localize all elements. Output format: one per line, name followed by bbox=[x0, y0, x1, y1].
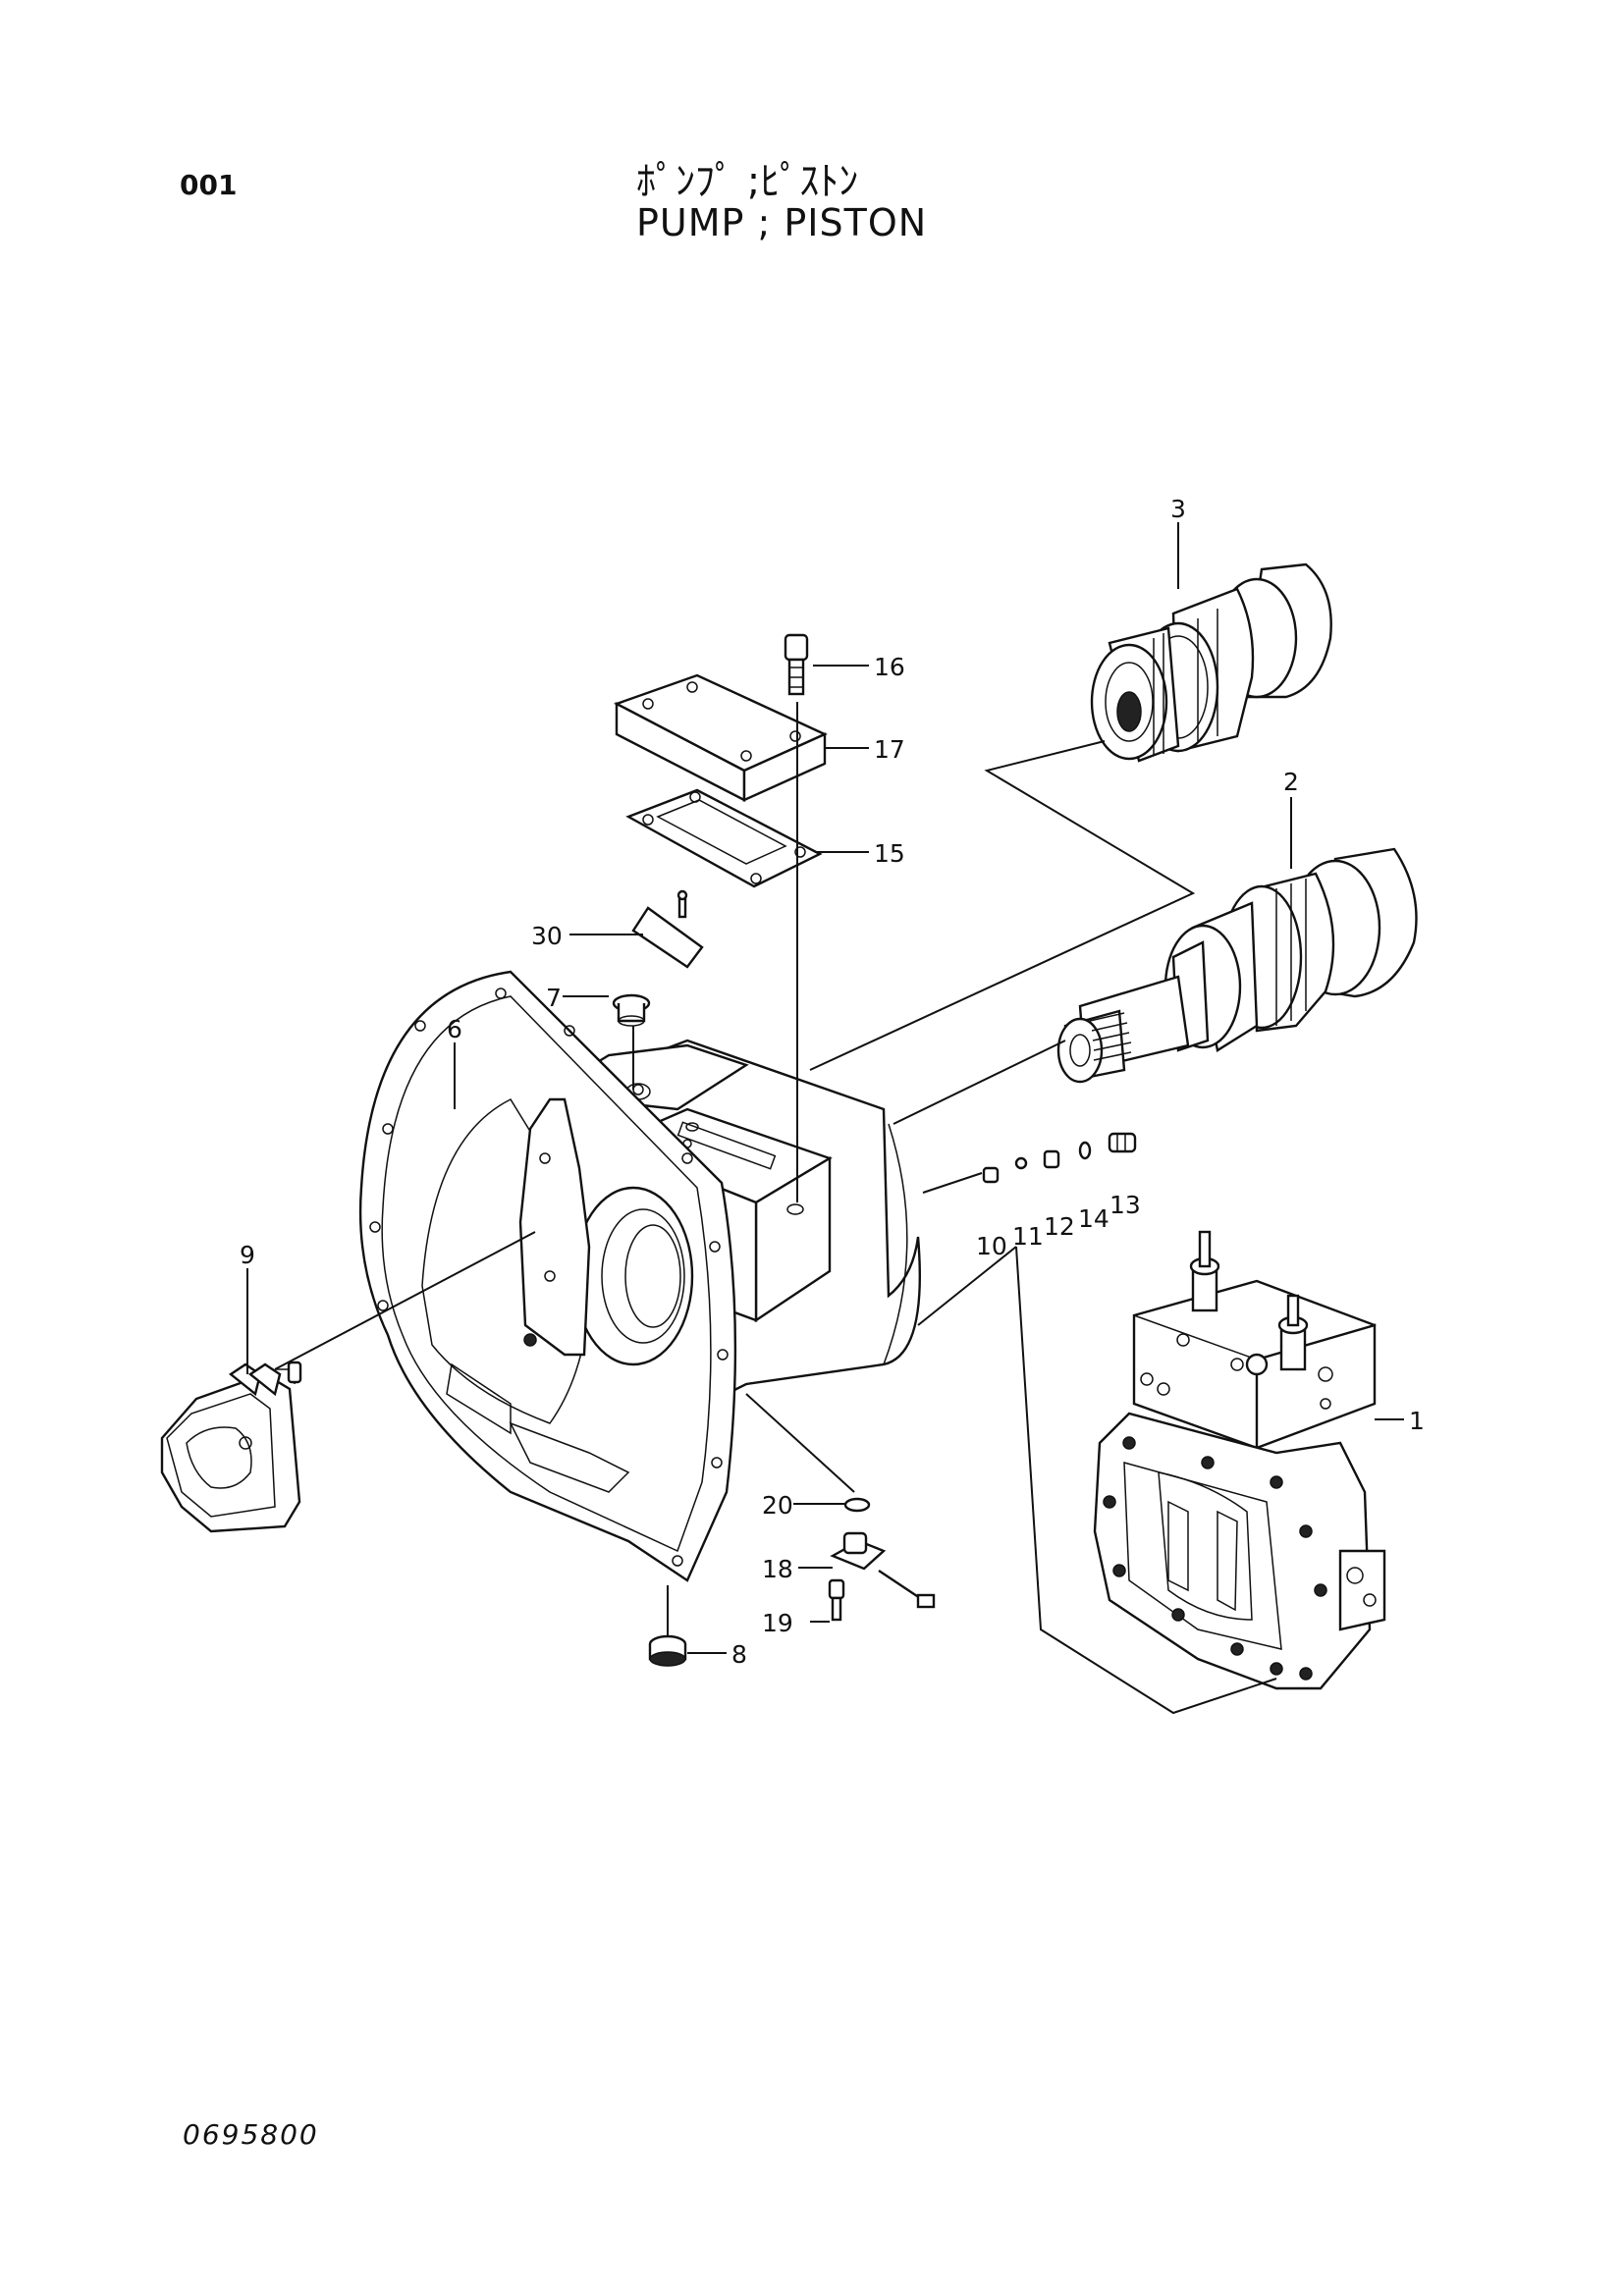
gear-shaft-3 bbox=[1090, 562, 1332, 763]
callout-10: 10 bbox=[976, 1232, 1007, 1260]
callout-20: 20 bbox=[762, 1491, 793, 1520]
pump-housing bbox=[358, 970, 921, 1582]
callout-17: 17 bbox=[874, 735, 905, 764]
gear-shaft-2 bbox=[1056, 847, 1418, 1084]
pilot-pump bbox=[160, 1361, 302, 1533]
regulator-assembly bbox=[1093, 1230, 1386, 1690]
gasket-15 bbox=[625, 788, 823, 888]
fitting-10 bbox=[982, 1166, 1000, 1184]
bolt-16 bbox=[784, 633, 809, 696]
callout-8: 8 bbox=[731, 1640, 747, 1669]
callout-18: 18 bbox=[762, 1555, 793, 1583]
callout-9: 9 bbox=[240, 1241, 255, 1269]
bolt-19 bbox=[828, 1578, 845, 1622]
callout-3: 3 bbox=[1170, 495, 1186, 523]
oring-14 bbox=[1078, 1141, 1092, 1160]
title-japanese: ﾎﾟﾝﾌﾟ ;ﾋﾟｽﾄﾝ bbox=[636, 159, 859, 204]
title-english: PUMP ; PISTON bbox=[636, 201, 928, 244]
nameplate-30 bbox=[631, 889, 704, 969]
drawing-number: 0695800 bbox=[183, 2118, 319, 2151]
callout-19: 19 bbox=[762, 1609, 793, 1637]
callout-11: 11 bbox=[1012, 1222, 1044, 1251]
plug-8 bbox=[648, 1634, 687, 1667]
callout-6: 6 bbox=[447, 1015, 462, 1043]
fitting-12 bbox=[1043, 1149, 1060, 1169]
callout-1: 1 bbox=[1409, 1407, 1425, 1435]
callout-14: 14 bbox=[1078, 1204, 1109, 1233]
callout-labels: 1 2 3 6 7 8 9 10 11 12 14 13 15 16 17 18… bbox=[240, 495, 1425, 1669]
callout-leaders bbox=[246, 522, 1404, 1654]
fitting-13 bbox=[1108, 1132, 1137, 1153]
oring-11 bbox=[1014, 1156, 1028, 1170]
callout-2: 2 bbox=[1283, 768, 1299, 796]
callout-7: 7 bbox=[546, 984, 562, 1012]
callout-15: 15 bbox=[874, 839, 905, 868]
cover-plate-17 bbox=[614, 673, 828, 802]
callout-13: 13 bbox=[1109, 1191, 1141, 1219]
callout-30: 30 bbox=[531, 922, 563, 950]
oring-20 bbox=[843, 1497, 871, 1513]
plug-7 bbox=[612, 993, 651, 1027]
page-code: 001 bbox=[180, 169, 238, 201]
sensor-18 bbox=[830, 1531, 936, 1609]
assembly-lines bbox=[274, 702, 1277, 1715]
callout-16: 16 bbox=[874, 653, 905, 681]
callout-12: 12 bbox=[1044, 1212, 1075, 1241]
